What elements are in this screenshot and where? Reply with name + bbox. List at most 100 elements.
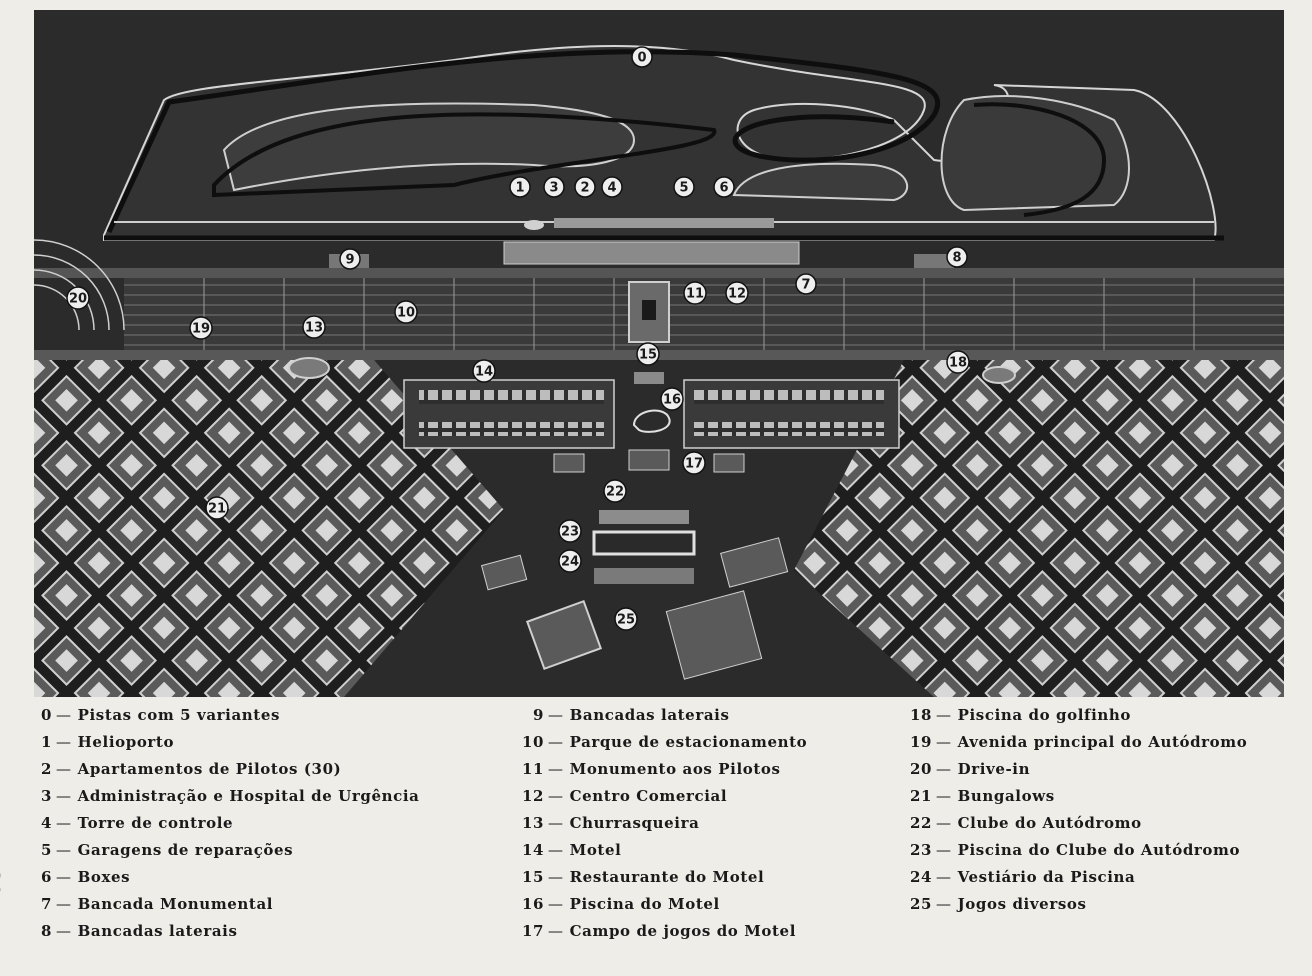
marker-label: 7 [801, 278, 810, 293]
legend-number: 7 [40, 895, 52, 913]
marker-circle [558, 519, 582, 543]
legend-text: Boxes [77, 868, 131, 886]
marker-18: 18 [946, 350, 970, 374]
legend-item-13: 13—Churrasqueira [522, 814, 807, 841]
marker-label: 18 [949, 356, 967, 371]
legend-item-0: 0—Pistas com 5 variantes [30, 706, 419, 733]
marker-label: 24 [561, 555, 579, 570]
legend-dash: — [548, 760, 564, 778]
games-area-1 [525, 599, 603, 671]
legend-number: 15 [522, 868, 545, 886]
marker-2: 2 [574, 176, 596, 198]
legend-number: 1 [40, 733, 52, 751]
grandstand-side-right [914, 254, 954, 272]
motel-pool [632, 409, 671, 433]
legend-dash: — [548, 922, 564, 940]
legend-item-12: 12—Centro Comercial [522, 787, 807, 814]
legend-text: Bancadas laterais [569, 706, 730, 724]
legend-item-2: 2—Apartamentos de Pilotos (30) [30, 760, 419, 787]
marker-label: 19 [192, 322, 210, 337]
legend-dash: — [548, 814, 564, 832]
legend-dash: — [548, 841, 564, 859]
legend-dash: — [56, 895, 72, 913]
legend-item-7: 7— Bancada Monumental [30, 895, 419, 922]
marker-14: 14 [472, 359, 496, 383]
legend-number: 25 [910, 895, 933, 913]
legend-text: Clube do Autódromo [957, 814, 1142, 832]
bungalows-left [34, 360, 504, 697]
marker-23: 23 [558, 519, 582, 543]
legend-text: Helioporto [77, 733, 175, 751]
legend-item-4: 4—Torre de controle [30, 814, 419, 841]
legend-number: 3 [40, 787, 52, 805]
marker-circle [631, 46, 653, 68]
marker-circle [660, 387, 684, 411]
marker-19: 19 [189, 316, 213, 340]
legend-dash: — [56, 841, 72, 859]
marker-16: 16 [660, 387, 684, 411]
legend-item-6: 6—Boxes [30, 868, 419, 895]
marker-circle [472, 359, 496, 383]
marker-3: 3 [543, 176, 565, 198]
legend-number: 5 [40, 841, 52, 859]
bungalows-right [794, 360, 1284, 697]
marker-label: 23 [561, 525, 579, 540]
legend-number: 20 [910, 760, 933, 778]
marker-label: 0 [637, 51, 646, 66]
marker-label: 9 [345, 253, 354, 268]
legend-text: Pistas com 5 variantes [77, 706, 281, 724]
marker-circle [946, 350, 970, 374]
marker-circle [636, 342, 660, 366]
boxes-building [554, 218, 774, 228]
marker-label: 5 [679, 181, 688, 196]
legend-text: Avenida principal do Autódromo [957, 733, 1248, 751]
page-number: 39 [0, 869, 4, 897]
legend-dash: — [56, 733, 72, 751]
marker-9: 9 [339, 248, 361, 270]
legend-dash: — [936, 706, 952, 724]
legend-number: 9 [532, 706, 544, 724]
marker-circle [725, 281, 749, 305]
marker-6: 6 [713, 176, 735, 198]
race-track [103, 45, 1224, 241]
legend-text: Apartamentos de Pilotos (30) [77, 760, 342, 778]
legend-dash: — [548, 733, 564, 751]
marker-circle [601, 176, 623, 198]
marker-0: 0 [631, 46, 653, 68]
marker-label: 8 [952, 251, 961, 266]
parking-dividers [203, 278, 1195, 350]
marker-label: 2 [580, 181, 589, 196]
legend-text: Restaurante do Motel [569, 868, 765, 886]
legend-text: Administração e Hospital de Urgência [77, 787, 420, 805]
legend-text: Jogos diversos [957, 895, 1087, 913]
marker-24: 24 [558, 549, 582, 573]
marker-22: 22 [603, 479, 627, 503]
marker-label: 22 [606, 485, 624, 500]
marker-label: 17 [685, 457, 703, 472]
marker-circle [509, 176, 531, 198]
motel-right-row-1 [694, 390, 884, 404]
dolphin-pool [982, 366, 1016, 384]
legend-text: Bancada Monumental [77, 895, 274, 913]
marker-7: 7 [795, 273, 817, 295]
grandstand-monumental [503, 241, 800, 265]
marker-10: 10 [394, 300, 418, 324]
legend-dash: — [56, 760, 72, 778]
marker-circle [302, 315, 326, 339]
legend-number: 21 [910, 787, 933, 805]
legend-number: 18 [910, 706, 933, 724]
legend-item-20: 20—Drive-in [910, 760, 1247, 787]
marker-circle [339, 248, 361, 270]
legend-text: Churrasqueira [569, 814, 700, 832]
barbecue [288, 357, 330, 379]
marker-label: 13 [305, 321, 323, 336]
legend-number: 16 [522, 895, 545, 913]
marker-circle [558, 549, 582, 573]
legend-text: Bungalows [957, 787, 1055, 805]
marker-label: 20 [69, 292, 87, 307]
marker-5: 5 [673, 176, 695, 198]
legend-number: 4 [40, 814, 52, 832]
